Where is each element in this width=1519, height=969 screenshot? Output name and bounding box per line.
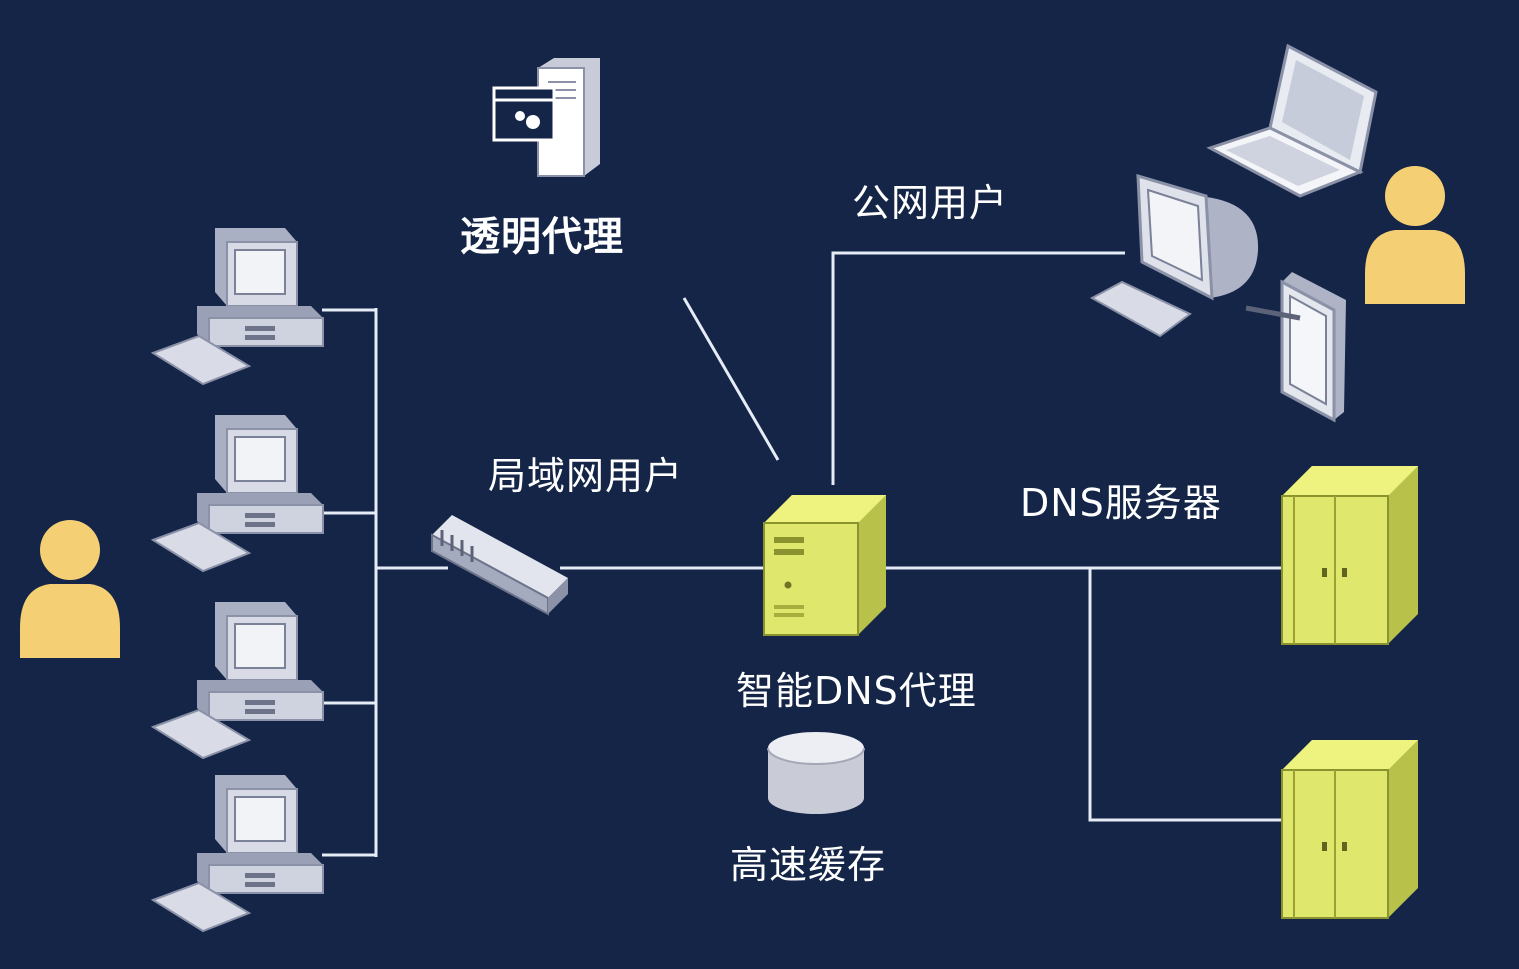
server-cabinet-icon: [1281, 739, 1419, 919]
desktop-computer-icon: [152, 227, 324, 385]
transparent-proxy-line: [682, 297, 780, 461]
lan-tree-lines: [322, 308, 448, 857]
network-switch-icon: [431, 515, 568, 616]
public-users-line: [831, 251, 1125, 485]
server-cabinet-icon: [1281, 465, 1419, 645]
user-icon: [20, 520, 120, 658]
desktop-computer-icon: [152, 601, 324, 759]
desktop-computer-icon: [152, 774, 324, 932]
dns-servers-label: DNS服务器: [1020, 481, 1222, 525]
database-icon: [767, 732, 865, 814]
transparent-proxy-label: 透明代理: [460, 214, 624, 260]
cache-label: 高速缓存: [730, 843, 887, 887]
crt-computer-icon: [1089, 173, 1259, 338]
user-icon: [1365, 166, 1465, 304]
server-window-icon: [492, 58, 600, 177]
server-tower-icon: [763, 494, 887, 636]
tablet-icon: [1245, 272, 1346, 423]
smart-dns-proxy-label: 智能DNS代理: [736, 669, 977, 713]
laptop-icon: [1206, 43, 1378, 198]
desktop-computer-icon: [152, 414, 324, 572]
lan-users-label: 局域网用户: [488, 454, 684, 498]
public-users-label: 公网用户: [852, 181, 1009, 225]
dns-server-lines: [886, 566, 1284, 822]
